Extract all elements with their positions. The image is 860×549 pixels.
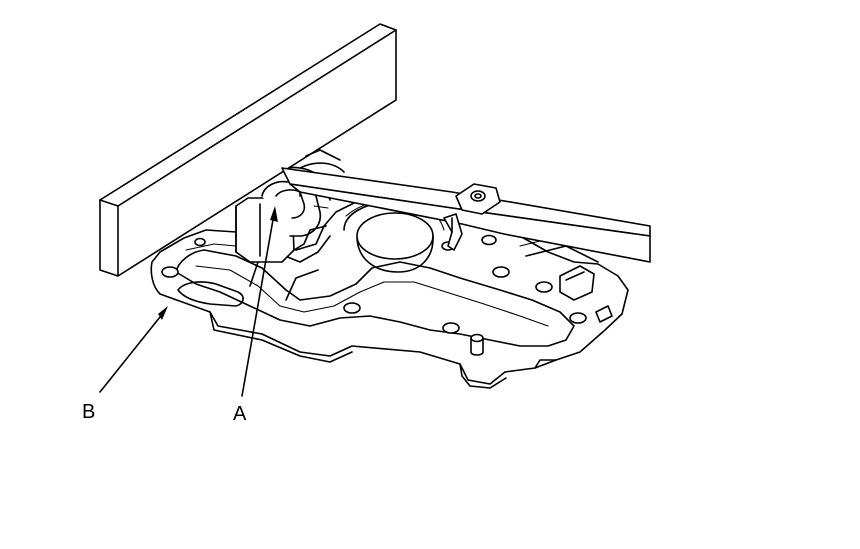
pump-body [150,195,629,389]
callout-a: A [233,206,278,425]
leader-line-b [99,311,165,393]
straight-edge [99,23,397,277]
callout-label-b: B [82,401,95,423]
arrowhead-b [158,306,168,320]
callout-label-a: A [233,403,247,425]
arrowhead-a [270,206,278,222]
feeler-gauge [281,149,651,263]
leader-line-a [241,213,275,397]
callout-b: B [82,306,168,423]
